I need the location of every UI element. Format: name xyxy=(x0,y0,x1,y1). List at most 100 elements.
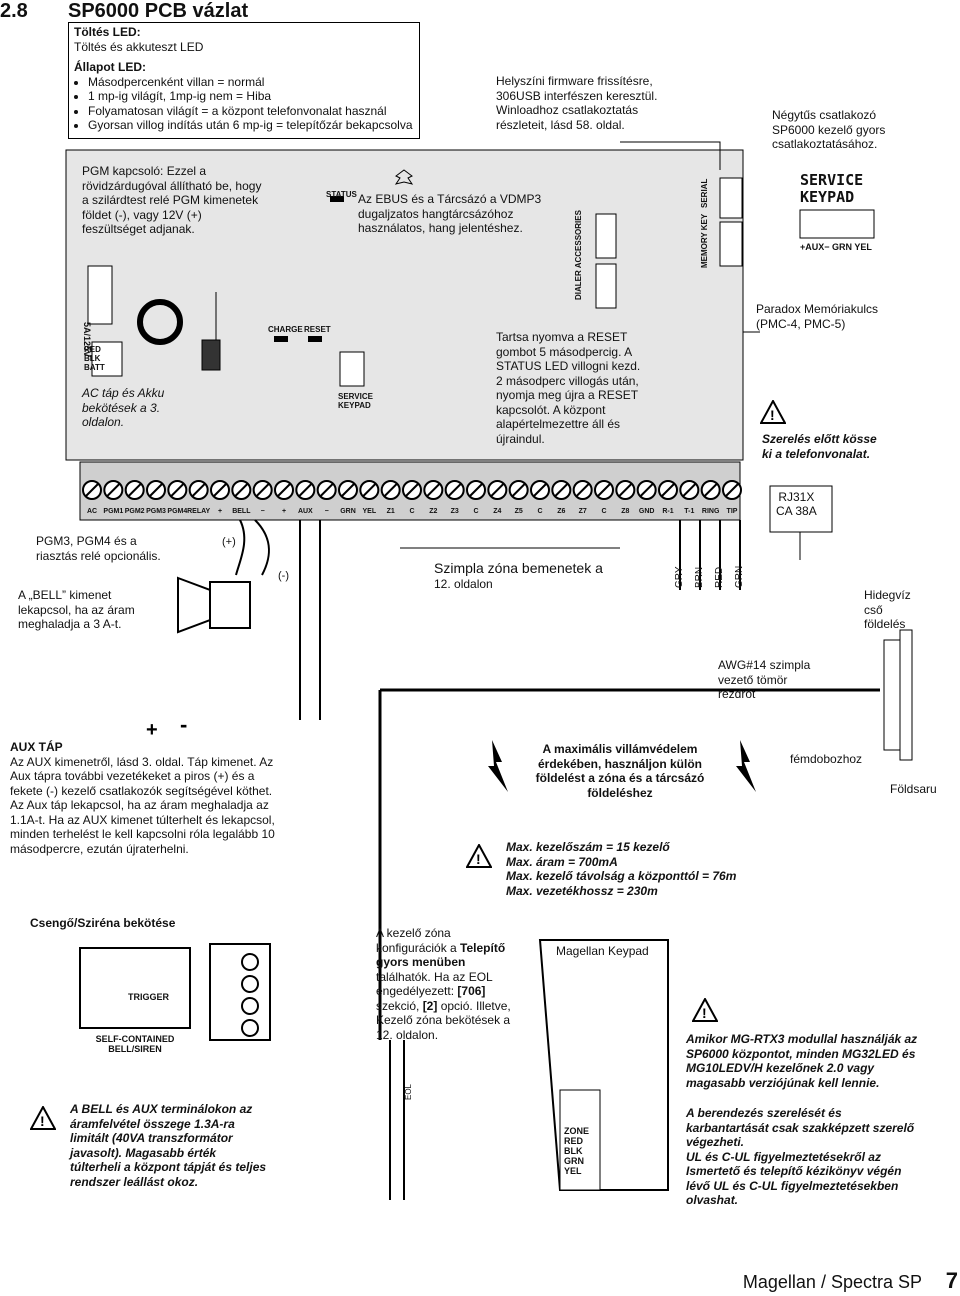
keypad-title: Magellan Keypad xyxy=(556,944,649,958)
warning-icon: ! xyxy=(30,1106,56,1130)
warning-icon: ! xyxy=(466,844,492,868)
status-led-list: Másodpercenként villan = normál 1 mp-ig … xyxy=(74,75,414,133)
terminal-label: TIP xyxy=(726,508,738,515)
keypad-pins: +AUX− GRN YEL xyxy=(800,242,872,252)
status-item: Folyamatosan világít = a központ telefon… xyxy=(88,104,414,119)
siren-terminal-screw xyxy=(241,997,259,1015)
firmware-note: Helyszíni firmware frissítésre,306USB in… xyxy=(496,74,658,132)
capacitor xyxy=(137,299,183,345)
siren-terminal-screw xyxy=(241,1019,259,1037)
pcb-board xyxy=(65,149,744,461)
wire-color-label: GRY xyxy=(674,566,685,589)
siren-title: Csengő/Sziréna bekötése xyxy=(30,916,176,930)
terminal-label: Z1 xyxy=(386,508,395,515)
terminal-label: Z8 xyxy=(621,508,630,515)
plus-wire-label: (+) xyxy=(222,536,236,548)
siren-terminal-screw xyxy=(241,975,259,993)
terminal-label: GRN xyxy=(340,508,356,515)
terminal-label: GND xyxy=(638,508,655,515)
terminal-label: + xyxy=(281,508,287,515)
keypad-zone-note: A kezelő zóna konfigurációk a Telepítő g… xyxy=(376,926,511,1042)
terminal-label: AC xyxy=(86,508,98,515)
svg-text:!: ! xyxy=(702,1005,707,1021)
ground-clamp-label: Földsaru xyxy=(890,782,937,796)
terminal-label: PGM3 xyxy=(146,508,166,515)
terminal-label: Z7 xyxy=(578,508,587,515)
svg-text:+: + xyxy=(146,719,158,741)
page-title: SP6000 PCB vázlat xyxy=(68,0,249,22)
wire-color-label: RED xyxy=(714,566,725,588)
terminal-label: C xyxy=(537,508,543,515)
terminal-label: Z3 xyxy=(450,508,459,515)
eol-label: EOL xyxy=(404,1083,413,1100)
page-number: 7 xyxy=(945,1268,958,1293)
wire-color-label: BRN xyxy=(694,566,705,588)
memory-key-note: Paradox Memóriakulcs(PMC-4, PMC-5) xyxy=(756,302,879,331)
terminal-label: C xyxy=(409,508,415,515)
siren-terminal-screw xyxy=(241,953,259,971)
section-number: 2.8 xyxy=(0,0,28,22)
terminal-label: PGM1 xyxy=(103,508,124,515)
status-item: 1 mp-ig világít, 1mp-ig nem = Hiba xyxy=(88,89,414,104)
charge-led-title: Töltés LED: xyxy=(74,25,141,39)
led-legend-box: Töltés LED: Töltés és akkuteszt LED Álla… xyxy=(68,22,420,139)
trigger-label: TRIGGER xyxy=(128,992,170,1002)
charge-led-text: Töltés és akkuteszt LED xyxy=(74,39,204,54)
terminal-label: − xyxy=(324,508,329,515)
memory-key-label: MEMORY KEY xyxy=(700,213,709,268)
terminal-label: C xyxy=(473,508,479,515)
svg-text:-: - xyxy=(180,712,187,737)
footer-title: Magellan / Spectra SP xyxy=(742,1272,922,1292)
terminal-label: Z6 xyxy=(557,508,566,515)
terminal-label: BELL xyxy=(232,508,251,515)
terminal-label: Z4 xyxy=(493,508,502,515)
terminal-label: PGM2 xyxy=(124,508,145,515)
terminal-label: YEL xyxy=(362,508,377,515)
svg-text:!: ! xyxy=(476,851,481,867)
svg-text:!: ! xyxy=(40,1113,45,1129)
svg-text:!: ! xyxy=(770,407,775,423)
status-label: STATUS xyxy=(326,190,357,199)
warning-icon: ! xyxy=(692,998,718,1022)
terminal-label: PGM4 xyxy=(167,508,188,515)
terminal-label: C xyxy=(601,508,607,515)
status-item: Gyorsan villog indítás után 6 mp-ig = te… xyxy=(88,118,414,133)
warning-icon: ! xyxy=(760,400,786,424)
terminal-label: T-1 xyxy=(684,508,695,515)
status-led-title: Állapot LED: xyxy=(74,60,146,74)
charge-label: CHARGE xyxy=(268,325,303,334)
reset-label: RESET xyxy=(304,325,331,334)
terminal-label: RELAY xyxy=(187,508,211,515)
terminal-label: R-1 xyxy=(662,508,674,515)
terminal-label: + xyxy=(217,508,223,515)
terminal-label: AUX xyxy=(297,508,313,515)
terminal-label: RING xyxy=(701,508,720,515)
terminal-label: Z2 xyxy=(429,508,438,515)
metal-box-label: fémdobozhoz xyxy=(790,752,863,766)
terminal-screws xyxy=(82,480,742,500)
minus-wire-label: (-) xyxy=(278,570,289,582)
serial-label: SERIAL xyxy=(700,178,709,208)
terminal-label: Z5 xyxy=(514,508,523,515)
